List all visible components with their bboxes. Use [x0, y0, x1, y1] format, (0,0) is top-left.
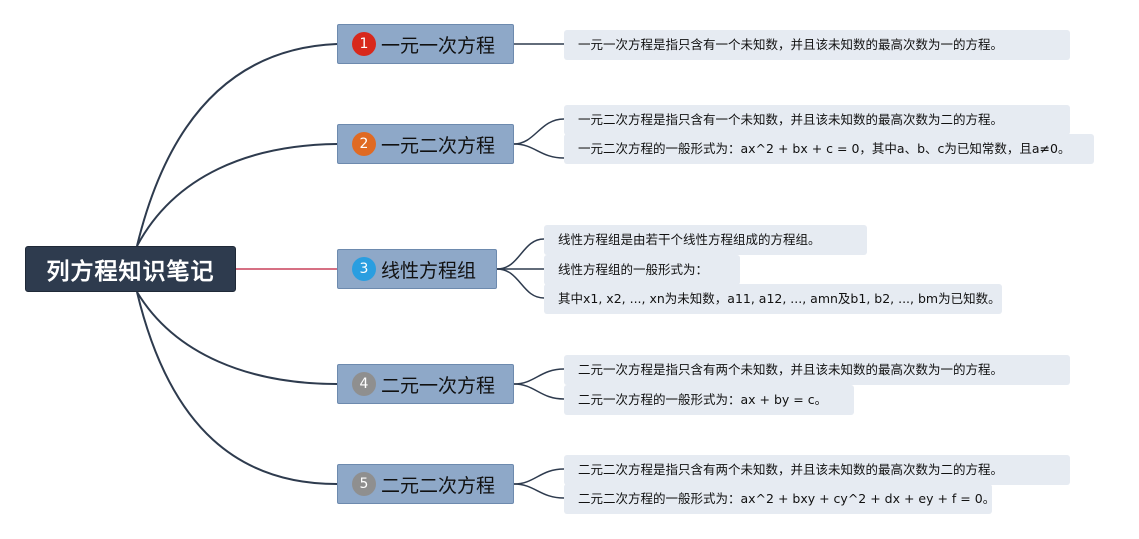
- topic-label: 二元一次方程: [381, 374, 496, 397]
- note-3-1[interactable]: 线性方程组是由若干个线性方程组成的方程组。: [544, 225, 867, 255]
- connector-topic-5-note-2: [513, 483, 565, 499]
- number-badge-icon: 5: [352, 472, 376, 496]
- topic-node-2[interactable]: 2 一元二次方程: [337, 124, 514, 164]
- number-badge-icon: 1: [352, 32, 376, 56]
- topic-label: 一元一次方程: [381, 34, 496, 57]
- number-badge-icon: 2: [352, 132, 376, 156]
- topic-node-1[interactable]: 1 一元一次方程: [337, 24, 514, 64]
- number-badge-icon: 4: [352, 372, 376, 396]
- topic-label: 线性方程组: [381, 259, 477, 282]
- note-2-1[interactable]: 一元二次方程是指只含有一个未知数，并且该未知数的最高次数为二的方程。: [564, 105, 1070, 135]
- note-5-1[interactable]: 二元二次方程是指只含有两个未知数，并且该未知数的最高次数为二的方程。: [564, 455, 1070, 485]
- connector-central-topic-2: [136, 143, 338, 247]
- number-badge-icon: 3: [352, 257, 376, 281]
- note-1-1[interactable]: 一元一次方程是指只含有一个未知数，并且该未知数的最高次数为一的方程。: [564, 30, 1070, 60]
- note-4-1[interactable]: 二元一次方程是指只含有两个未知数，并且该未知数的最高次数为一的方程。: [564, 355, 1070, 385]
- note-3-2[interactable]: 线性方程组的一般形式为：: [544, 255, 740, 285]
- connector-central-topic-1: [136, 43, 338, 247]
- connector-topic-2-note-2: [513, 143, 565, 159]
- note-5-2[interactable]: 二元二次方程的一般形式为：ax^2 + bxy + cy^2 + dx + ey…: [564, 484, 995, 514]
- topic-label: 一元二次方程: [381, 134, 496, 157]
- connector-topic-2-note-1: [513, 118, 565, 145]
- connector-topic-5-note-1: [513, 468, 565, 485]
- note-3-3[interactable]: 其中x1, x2, ..., xn为未知数，a11, a12, ..., amn…: [544, 284, 1002, 314]
- central-topic[interactable]: 列方程知识笔记: [25, 246, 236, 292]
- connector-central-topic-5: [136, 291, 338, 485]
- connector-topic-4-note-1: [513, 368, 565, 385]
- connector-topic-3-note-1: [496, 238, 545, 270]
- topic-node-5[interactable]: 5 二元二次方程: [337, 464, 514, 504]
- connector-topic-3-note-3: [496, 268, 545, 299]
- connector-topic-4-note-2: [513, 383, 565, 400]
- topic-node-4[interactable]: 4 二元一次方程: [337, 364, 514, 404]
- connector-central-topic-4: [136, 291, 338, 385]
- note-4-2[interactable]: 二元一次方程的一般形式为：ax + by = c。: [564, 385, 854, 415]
- topic-label: 二元二次方程: [381, 474, 496, 497]
- topic-node-3[interactable]: 3 线性方程组: [337, 249, 497, 289]
- note-2-2[interactable]: 一元二次方程的一般形式为：ax^2 + bx + c = 0，其中a、b、c为已…: [564, 134, 1094, 164]
